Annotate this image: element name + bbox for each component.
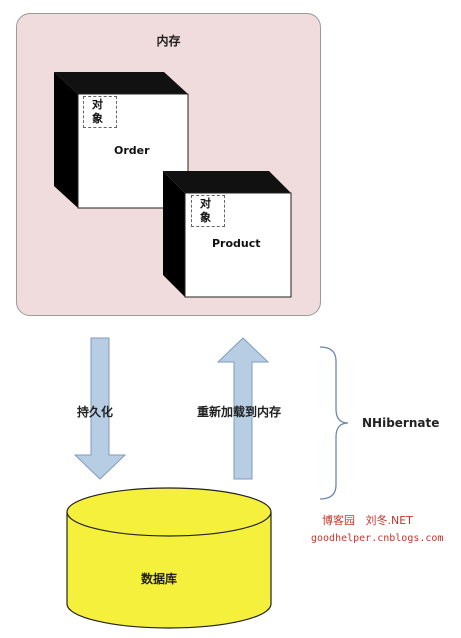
memory-title: 内存 [156,34,181,48]
product-label: Product [212,237,261,250]
reload-label: 重新加载到内存 [197,405,282,419]
order-label: Order [114,144,150,157]
brace-icon [319,346,349,500]
persist-arrow-icon [73,337,127,480]
order-object-tag-text: 对象 [92,98,103,125]
order-object-tag: 对象 [83,96,117,128]
product-object-tag: 对象 [191,195,225,227]
credit-url: goodhelper.cnblogs.com [311,533,444,544]
reload-arrow-icon [216,337,270,480]
credit-blog: 博客园 刘冬.NET [322,514,413,527]
database-label: 数据库 [141,572,178,586]
product-box [163,171,292,298]
nhibernate-label: NHibernate [362,416,440,430]
database-icon [66,487,272,629]
persist-label: 持久化 [77,405,114,419]
product-object-tag-text: 对象 [200,197,211,224]
